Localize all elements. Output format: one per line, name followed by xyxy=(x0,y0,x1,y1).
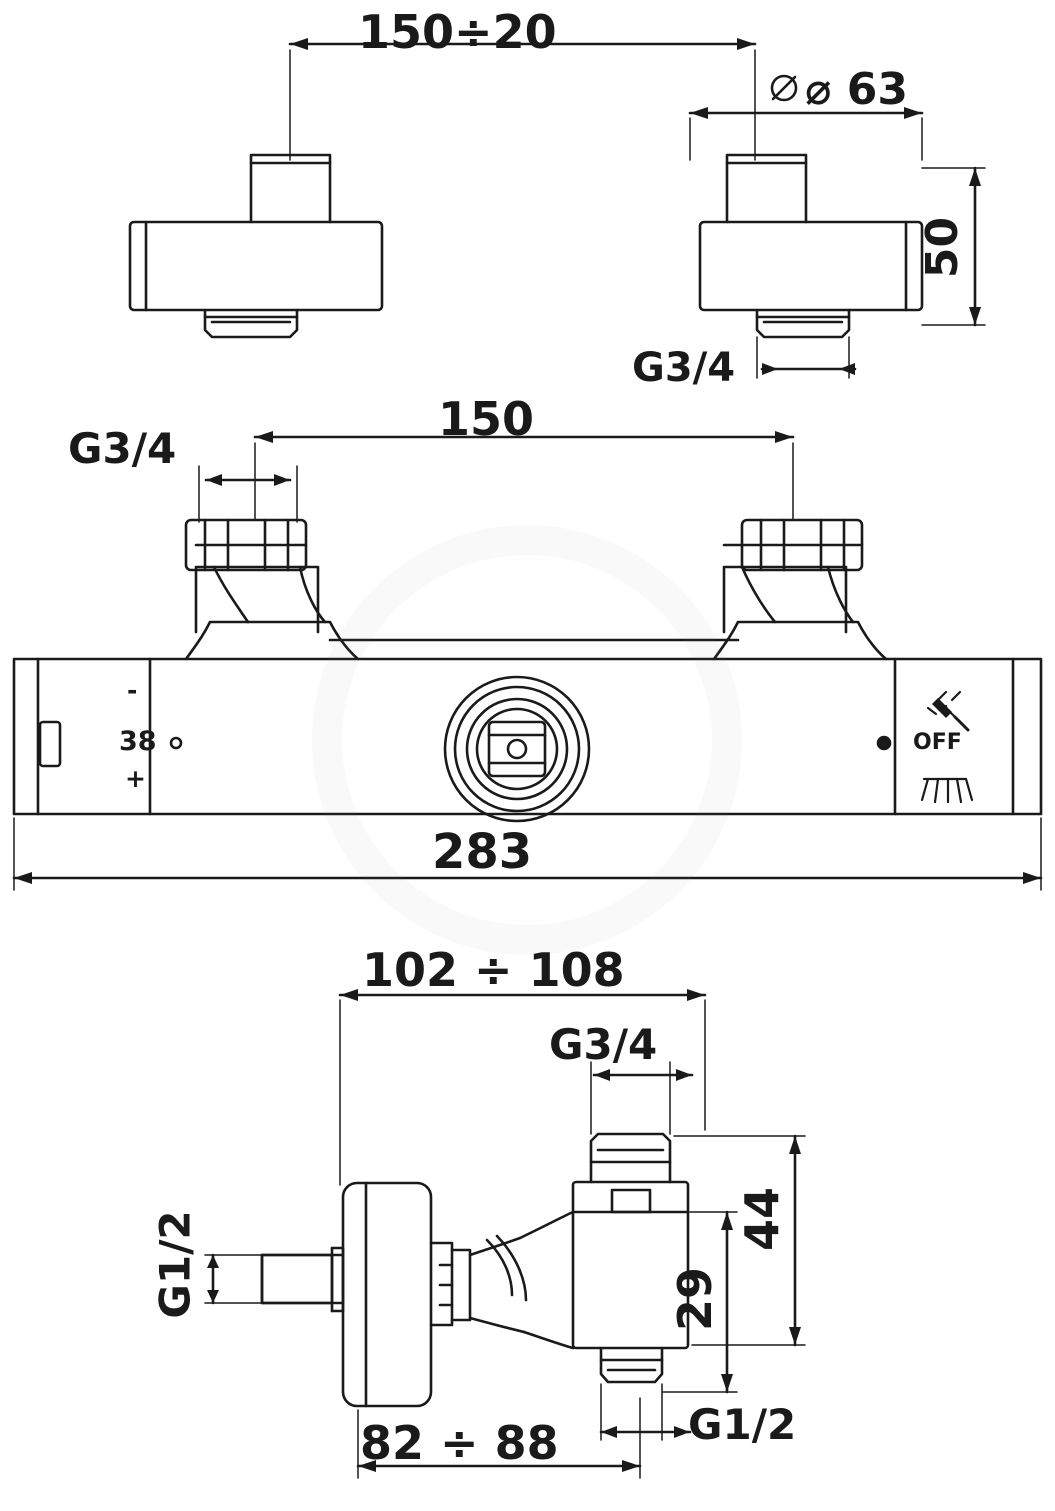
dim-bottom-range: 82 ÷ 88 xyxy=(360,1416,559,1470)
marking-plus: + xyxy=(125,764,146,793)
marking-temperature-38: 38 xyxy=(119,726,157,757)
dim-height-29: 29 xyxy=(668,1266,723,1332)
dim-top-center-distance: 150÷20 xyxy=(358,5,557,59)
marking-minus: - xyxy=(127,676,138,705)
marking-off: OFF xyxy=(913,730,962,755)
dim-g34-side: G3/4 xyxy=(549,1020,658,1069)
dim-diameter-63: ⌀ 63 xyxy=(805,64,909,115)
dim-g34-front-left: G3/4 xyxy=(68,424,177,473)
dim-g12-left: G1/2 xyxy=(150,1210,200,1319)
watermark xyxy=(312,525,742,955)
dim-height-50: 50 xyxy=(917,216,969,279)
dim-total-283: 283 xyxy=(432,824,533,880)
dim-g34-top-right: G3/4 xyxy=(632,345,736,391)
dim-depth-range: 102 ÷ 108 xyxy=(362,943,625,997)
dim-g12-bottom: G1/2 xyxy=(688,1400,797,1449)
dim-center-150: 150 xyxy=(438,392,535,446)
dim-height-44: 44 xyxy=(735,1186,790,1252)
